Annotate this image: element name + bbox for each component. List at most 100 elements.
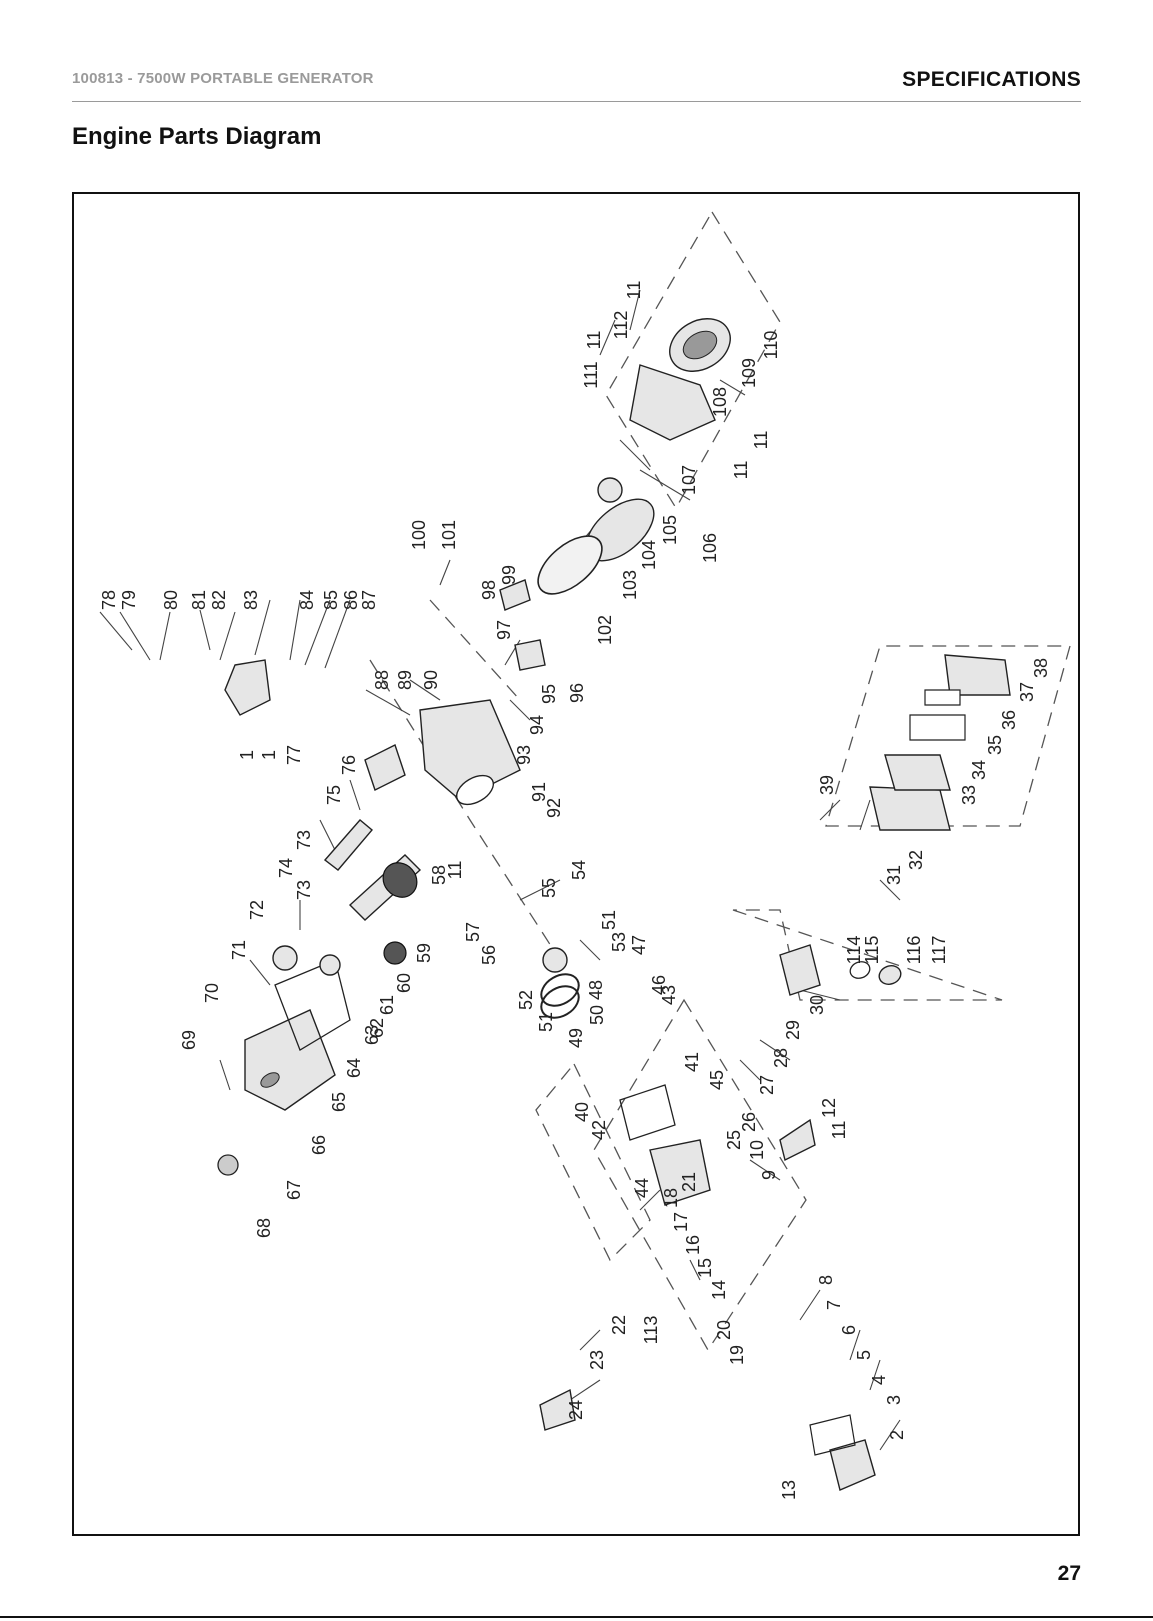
- leader-line-18: [639, 469, 691, 501]
- part-label: 104: [639, 540, 659, 570]
- part-label: 11: [751, 431, 771, 450]
- leader-line-39: [249, 959, 271, 986]
- part-label: 10: [747, 1140, 767, 1160]
- part-label: 112: [611, 311, 631, 340]
- part-label: 70: [202, 983, 222, 1003]
- part-label: 105: [660, 515, 680, 545]
- part-label: 90: [421, 670, 441, 690]
- part-label: 66: [309, 1135, 329, 1155]
- exhaust-flange-part: [539, 1388, 576, 1431]
- part-label: 20: [714, 1320, 734, 1340]
- leader-line-44: [579, 939, 601, 961]
- part-label: 11: [584, 331, 604, 350]
- leader-line-7: [289, 599, 301, 661]
- part-label: 93: [514, 745, 534, 765]
- leader-line-4: [199, 609, 211, 651]
- part-label: 85: [321, 590, 341, 610]
- leader-line-33: [569, 1379, 601, 1401]
- part-label: 68: [254, 1218, 274, 1238]
- air-filter-part: [884, 754, 951, 791]
- part-label: 46: [649, 975, 669, 995]
- part-label: 23: [587, 1350, 607, 1370]
- page-number: 27: [1057, 1562, 1081, 1585]
- part-label: 14: [709, 1280, 729, 1300]
- leader-line-26: [759, 1039, 791, 1061]
- leader-line-38: [219, 1059, 231, 1091]
- part-label: 109: [739, 358, 759, 388]
- part-label: 42: [589, 1120, 609, 1140]
- part-label: 89: [395, 670, 415, 690]
- leader-line-28: [749, 1159, 781, 1181]
- cover-bearing-part: [260, 1072, 280, 1088]
- paper-element-part: [909, 714, 966, 741]
- part-label: 6: [839, 1325, 859, 1335]
- leader-line-9: [324, 599, 351, 669]
- part-label: 32: [906, 850, 926, 870]
- part-label: 11: [445, 861, 465, 880]
- cylinder-bore-part: [455, 774, 495, 806]
- part-label: 99: [499, 565, 519, 585]
- footer-divider: [0, 1616, 1153, 1618]
- leader-line-15: [439, 559, 451, 586]
- part-label: 91: [529, 782, 549, 802]
- part-label: 114: [844, 936, 864, 965]
- assembly-boundary-2: [825, 645, 1071, 827]
- part-label: 51: [599, 910, 619, 930]
- part-label: 2: [887, 1430, 907, 1440]
- leader-line-25: [799, 989, 841, 1001]
- part-label: 15: [695, 1258, 715, 1278]
- piston-pin-part: [542, 947, 568, 973]
- part-label: 107: [679, 465, 699, 495]
- part-label: 71: [229, 940, 249, 960]
- part-label: 116: [904, 936, 924, 965]
- part-label: 75: [324, 785, 344, 805]
- leader-line-36: [689, 1259, 701, 1281]
- centerline-governor: [429, 599, 521, 701]
- part-label: 8: [816, 1275, 836, 1285]
- part-label: 73: [294, 830, 314, 850]
- leader-line-42: [349, 779, 361, 811]
- o-ring-part: [849, 961, 871, 979]
- part-label: 62: [367, 1018, 387, 1038]
- part-label: 26: [739, 1112, 759, 1132]
- part-label: 47: [629, 935, 649, 955]
- part-label: 50: [587, 1005, 607, 1025]
- part-label: 113: [641, 1316, 661, 1345]
- part-label: 11: [624, 281, 644, 300]
- part-label: 88: [372, 670, 392, 690]
- part-label: 37: [1017, 682, 1037, 702]
- bracket-part: [779, 1118, 816, 1162]
- part-label: 111: [581, 361, 601, 388]
- part-label: 12: [819, 1098, 839, 1118]
- part-label: 79: [119, 590, 139, 610]
- part-label: 95: [539, 684, 559, 704]
- part-label: 36: [999, 710, 1019, 730]
- part-label: 30: [807, 995, 827, 1015]
- part-label: 82: [209, 590, 229, 610]
- part-label: 51: [536, 1012, 556, 1032]
- part-label: 54: [569, 860, 589, 880]
- part-label: 106: [700, 533, 720, 563]
- leader-line-3: [159, 611, 171, 661]
- assembly-boundary-5: [535, 1062, 651, 1262]
- part-label: 31: [884, 865, 904, 885]
- carburetor-part: [779, 944, 821, 996]
- leader-line-1: [99, 611, 133, 651]
- part-label: 58: [429, 865, 449, 885]
- leader-line-21: [719, 379, 746, 396]
- head-gasket-part: [619, 1084, 676, 1141]
- leader-line-35: [639, 1189, 661, 1211]
- part-label: 7: [824, 1300, 844, 1310]
- part-label: 67: [284, 1180, 304, 1200]
- part-label: 56: [479, 945, 499, 965]
- leader-line-22: [819, 799, 841, 821]
- starter-cup-part: [597, 477, 623, 503]
- part-label: 52: [516, 990, 536, 1010]
- part-label: 81: [189, 590, 209, 610]
- leader-line-10: [365, 689, 411, 716]
- part-label: 86: [341, 590, 361, 610]
- part-label: 101: [439, 520, 459, 550]
- foam-element-part: [924, 689, 961, 706]
